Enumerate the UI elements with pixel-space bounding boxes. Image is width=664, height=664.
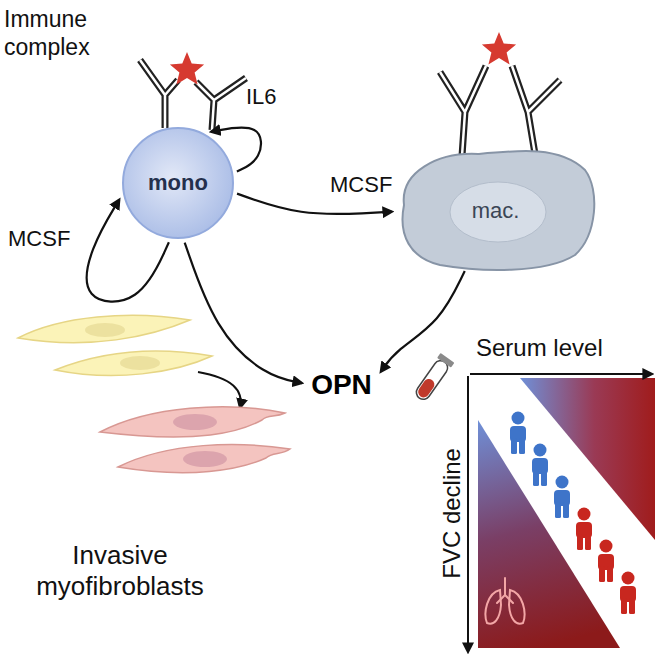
fibroblast [18,315,212,375]
axis-label: FVC decline [438,433,467,593]
person-icon [532,444,548,487]
node-text: mono [148,170,208,196]
person-icon [598,540,614,583]
cell-nucleus [450,182,546,242]
axis-label: Serum level [476,334,662,363]
tube-cap [437,353,454,368]
antigen-star [482,32,516,65]
lung-lobe [486,590,501,624]
person-icon [576,508,592,551]
myofibroblast-nucleus [173,414,217,430]
tube-glass [414,358,451,402]
gradient-triangle [478,420,620,648]
fibroblast-nucleus [85,323,125,337]
cell-shape [393,148,598,273]
fibroblast-nucleus [120,356,160,370]
fibroblast-cell [18,315,190,342]
cell-membrane [403,151,595,270]
antibody-inner [440,66,560,156]
title-label: Immune complex [4,6,116,61]
myofibroblast [100,407,290,473]
monocyte-cell: mono [121,126,235,240]
transition-arrow [198,372,241,408]
antibody-outline [440,66,560,156]
flow-arrow [211,127,261,171]
flow-arrow [237,194,392,214]
node-text: OPN [311,369,372,401]
person-icon [510,412,526,455]
flow-arrow [185,243,302,383]
protein-label: OPN [306,366,377,404]
blood-tube [412,353,454,403]
axis-arrow [470,373,652,375]
person-icon [554,476,570,519]
flow-arrow [87,200,169,302]
myofibroblast-cell [100,407,285,437]
flow-arrow [381,271,465,372]
edge-label: IL6 [244,84,279,109]
myofibroblast-cell [118,445,290,473]
cell-label: Invasive myofibroblasts [10,540,230,602]
person-icon [620,572,636,615]
edge-label: MCSF [6,226,72,251]
macrophage-cell: mac. [393,148,598,273]
lung-lobe [509,590,524,624]
tube-blood [416,377,436,400]
node-text: mac. [472,198,520,224]
lungs-icon [486,578,525,624]
fibroblast-cell [55,351,212,375]
cell-shape [121,126,235,240]
antibody [440,66,560,156]
antigen-star [170,52,204,85]
cell-membrane [123,128,233,238]
myofibroblast-nucleus [183,451,227,467]
axis-arrow [467,376,469,652]
edge-label: MCSF [328,172,394,197]
